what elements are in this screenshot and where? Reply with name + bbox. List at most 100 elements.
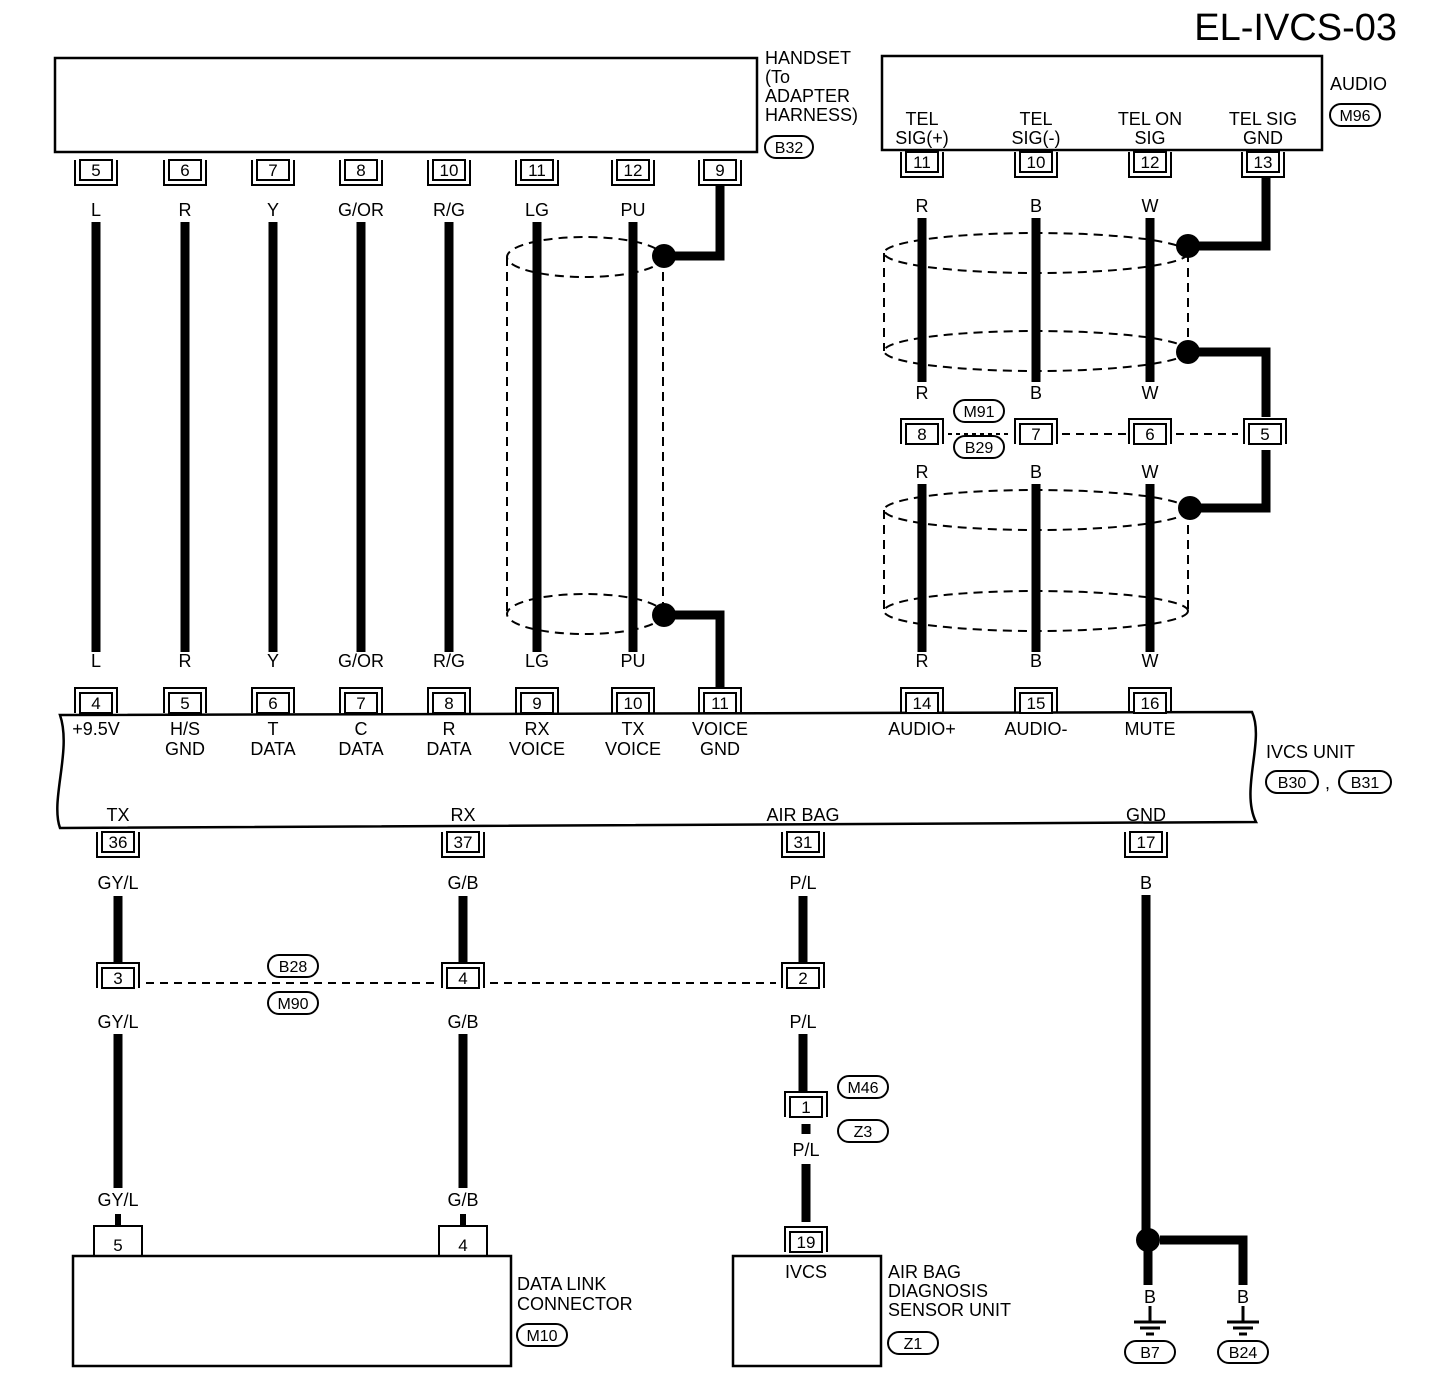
airbag-unit-pin-19-bracket xyxy=(784,1226,828,1252)
dlc-pin-5-number: 5 xyxy=(113,1236,122,1255)
airbag-name-1: AIR BAG xyxy=(888,1262,961,1282)
handset-pin-6-box xyxy=(168,159,202,181)
wire-handset-9-drain xyxy=(664,185,725,261)
joint-mid-pin-5-box xyxy=(1248,423,1282,445)
ivcs-top-pin-11-bracket xyxy=(698,687,742,713)
audio-pin-label-12-1: SIG xyxy=(1134,128,1165,148)
ivcs-top-pin-14: 14 xyxy=(900,687,944,714)
ivcs-bottom-pin-label-36: TX xyxy=(106,805,129,825)
joint-airbag-pin-1-box xyxy=(789,1096,823,1118)
ivcs-top-pin-7-box xyxy=(344,692,378,714)
audio-pin-12-number: 12 xyxy=(1141,153,1160,172)
joint-mid-color-bot-6: W xyxy=(1142,462,1159,482)
joint-mid-ref-2: B29 xyxy=(965,440,994,457)
joint-low-color-bot-2: P/L xyxy=(789,1012,816,1032)
wires xyxy=(91,178,1271,1336)
ivcs-connector-ref-1: B30 xyxy=(1278,775,1307,792)
ivcs-top-pin-10-box xyxy=(616,692,650,714)
ivcs-top-pin-8: 8 xyxy=(427,687,471,714)
ivcs-top-pin-label-9-0: RX xyxy=(524,719,549,739)
handset-pin-7-bracket xyxy=(251,160,295,186)
joint-mid-pin-7-number: 7 xyxy=(1031,425,1040,444)
joint-mid-pin-5-number: 5 xyxy=(1260,425,1269,444)
joint-mid-ref-box-2 xyxy=(953,435,1005,459)
ivcs-bottom-pin-label-17: GND xyxy=(1126,805,1166,825)
ivcs-top-pin-7-bracket xyxy=(339,687,383,713)
handset-wire-color-5: L xyxy=(91,200,101,220)
ivcs-bottom-pin-36-bracket xyxy=(96,832,140,858)
ivcs-top-pin-14-box xyxy=(905,692,939,714)
ivcs-bottom-pin-31-box xyxy=(786,831,820,853)
handset-wire-color-12: PU xyxy=(620,200,645,220)
audio-pin-label-11-0: TEL xyxy=(905,109,938,129)
ivcs-top-pin-label-9-1: VOICE xyxy=(509,739,565,759)
airbag-connector-ref: Z1 xyxy=(904,1336,923,1353)
ivcs-top-pin-4-bracket xyxy=(74,687,118,713)
audio-pin-13-bracket xyxy=(1241,152,1285,178)
joint-mid-color-top-7: B xyxy=(1030,383,1042,403)
audio-pin-13-number: 13 xyxy=(1254,153,1273,172)
joint-airbag-ref-box-1 xyxy=(837,1075,889,1099)
joint-mid-pin-7: 7 xyxy=(1014,418,1058,445)
ivcs-top-pin-label-10-1: VOICE xyxy=(605,739,661,759)
audio-wire-color-10: B xyxy=(1030,196,1042,216)
audio-pin-13: 13 xyxy=(1241,151,1285,178)
joint-airbag-ref-2: Z3 xyxy=(854,1124,873,1141)
joint-mid-pin-6-box xyxy=(1133,423,1167,445)
handset-pin-8-number: 8 xyxy=(356,161,365,180)
audio-pin-label-10-0: TEL xyxy=(1019,109,1052,129)
ivcs-top-pin-5: 5 xyxy=(163,687,207,714)
dlc-connector-ref: M10 xyxy=(526,1328,557,1345)
dlc-pin-4: 4 xyxy=(438,1214,488,1256)
joint-low-ref-2: M90 xyxy=(277,996,308,1013)
ivcs-top-wire-color-16: W xyxy=(1142,651,1159,671)
joint-mid-pin-8-box xyxy=(905,423,939,445)
ivcs-bottom-pin-17-number: 17 xyxy=(1137,833,1156,852)
ivcs-top-pin-label-10-0: TX xyxy=(621,719,644,739)
ivcs-top-wire-color-4: L xyxy=(91,651,101,671)
ivcs-unit-component: IVCS UNIT B30 , B31 xyxy=(56,710,1392,830)
ivcs-top-pin-15-bracket xyxy=(1014,687,1058,713)
ivcs-bottom-pin-37-bracket xyxy=(441,832,485,858)
handset-pin-6-number: 6 xyxy=(180,161,189,180)
wire-audio-shield-to-joint xyxy=(1188,347,1271,417)
ivcs-top-pin-label-8-1: DATA xyxy=(426,739,471,759)
airbag-unit-pin-19: 19 xyxy=(784,1226,828,1253)
ground-ref-B7: B7 xyxy=(1140,1345,1160,1362)
splice-audio-shield-top xyxy=(1176,234,1200,258)
dlc-pin-5-stub xyxy=(115,1214,121,1226)
handset-pin-5-box xyxy=(79,159,113,181)
handset-name-1: HANDSET xyxy=(765,48,851,68)
ivcs-top-pin-10-bracket xyxy=(611,687,655,713)
joint-low-pin-2-bracket xyxy=(781,962,825,988)
wire-joint-to-lower-shield xyxy=(1190,450,1271,513)
ivcs-top-pin-label-11-0: VOICE xyxy=(692,719,748,739)
ivcs-top-pin-label-6-1: DATA xyxy=(250,739,295,759)
joint-mid-pin-5: 5 xyxy=(1243,418,1287,445)
ivcs-connector-sep: , xyxy=(1325,773,1330,793)
joint-mid-color-bot-7: B xyxy=(1030,462,1042,482)
handset-name-2: (To xyxy=(765,67,790,87)
joint-low-pin-4-bracket xyxy=(441,962,485,988)
ivcs-top-pin-7: 7 xyxy=(339,687,383,714)
handset-pin-7-number: 7 xyxy=(268,161,277,180)
joint-airbag-color-bot: P/L xyxy=(792,1140,819,1160)
ivcs-connector-ref-2: B31 xyxy=(1351,775,1380,792)
ivcs-top-wire-color-5: R xyxy=(179,651,192,671)
wire-ground-b24 xyxy=(1160,1235,1248,1285)
airbag-unit-pin-19-number: 19 xyxy=(797,1233,816,1252)
joint-low-ref-box-1 xyxy=(267,954,319,978)
handset-pin-6: 6 xyxy=(163,159,207,186)
ivcs-top-pin-6: 6 xyxy=(251,687,295,714)
handset-pin-9: 9 xyxy=(698,159,742,186)
ivcs-top-pin-15-box xyxy=(1019,692,1053,714)
ivcs-bottom-pin-37: 37 xyxy=(441,831,485,858)
handset-shield-bottom xyxy=(506,593,664,635)
handset-pin-11-bracket xyxy=(515,160,559,186)
ivcs-top-pin-5-box xyxy=(168,692,202,714)
joint-mid-pin-6-bracket xyxy=(1128,418,1172,444)
wire-audio-13-drain xyxy=(1188,178,1271,251)
ground-ref-box-B7 xyxy=(1124,1340,1176,1364)
joint-low-pin-2-number: 2 xyxy=(798,969,807,988)
